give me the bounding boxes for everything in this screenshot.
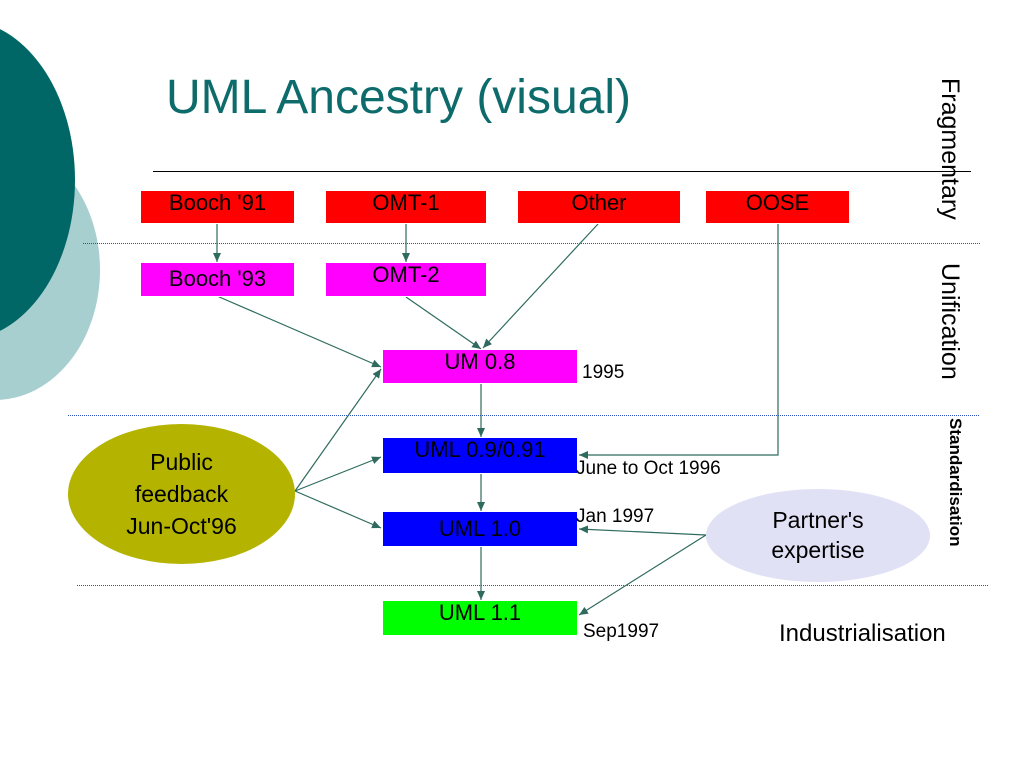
arrow-other-um08 [482,223,599,349]
partner-expertise-ellipse: Partner's expertise [706,489,930,582]
arrow-partner-uml10 [578,525,707,536]
phase-label-unification: Unification [936,263,964,380]
phase-label-standardisation: Standardisation [946,418,965,547]
box-uml-1-0: UML 1.0 [382,511,578,547]
date-uml-0-9: June to Oct 1996 [576,458,721,479]
partner-expertise-line-1: Partner's [772,506,864,533]
arrow-oose-uml091 [579,224,779,459]
date-um-0-8: 1995 [582,362,625,383]
box-booch-91: Booch '91 [140,190,295,224]
box-omt-2: OMT-2 [325,262,487,297]
box-oose: OOSE [705,190,850,224]
box-uml-1-1: UML 1.1 [382,600,578,636]
box-um-0-8: UM 0.8 [382,349,578,384]
arrow-omt2-um08 [405,296,482,350]
box-booch-93: Booch '93 [140,262,295,297]
phase-divider-2 [68,415,979,416]
partner-expertise-line-2: expertise [771,536,865,563]
arrow-partner-uml11 [578,534,707,616]
phase-divider-1 [83,243,980,244]
box-other: Other [517,190,681,224]
page-title: UML Ancestry (visual) [166,71,631,124]
public-feedback-ellipse: Public feedback Jun-Oct'96 [68,424,295,564]
phase-label-fragmentary: Fragmentary [936,78,964,220]
public-feedback-line-3: Jun-Oct'96 [126,513,237,540]
box-uml-0-9: UML 0.9/0.91 [382,437,578,474]
arrow-booch93-um08 [216,295,382,368]
box-omt-1: OMT-1 [325,190,487,224]
public-feedback-line-1: Public [150,448,213,475]
public-feedback-line-2: feedback [134,480,229,507]
arrow-public-uml091 [294,456,382,492]
phase-divider-3 [77,585,988,586]
phase-label-industrialisation: Industrialisation [779,620,946,647]
date-uml-1-1: Sep1997 [583,621,660,642]
title-divider [153,171,971,172]
arrow-public-um08 [294,368,382,492]
arrow-public-uml10 [294,490,382,529]
date-uml-1-0: Jan 1997 [576,506,655,527]
